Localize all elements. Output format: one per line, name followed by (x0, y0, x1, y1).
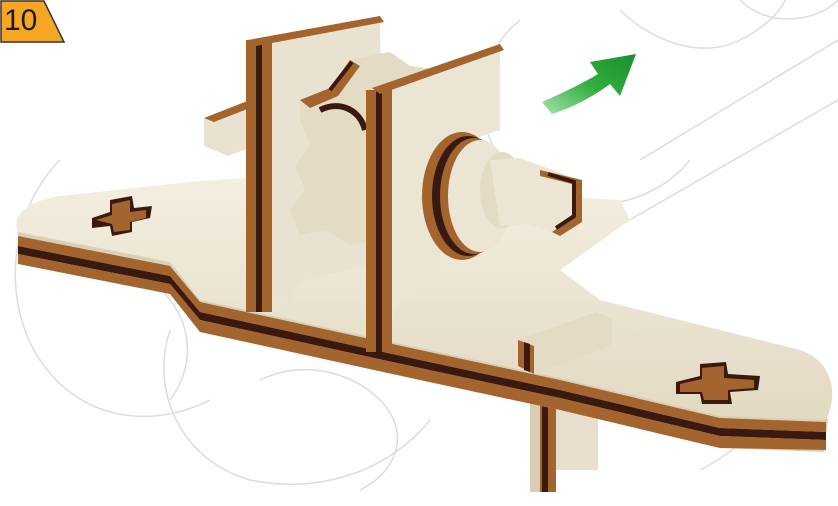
step-badge: 10 (0, 0, 66, 44)
rotate-arrow-icon (542, 54, 636, 114)
step-number: 10 (4, 4, 37, 38)
